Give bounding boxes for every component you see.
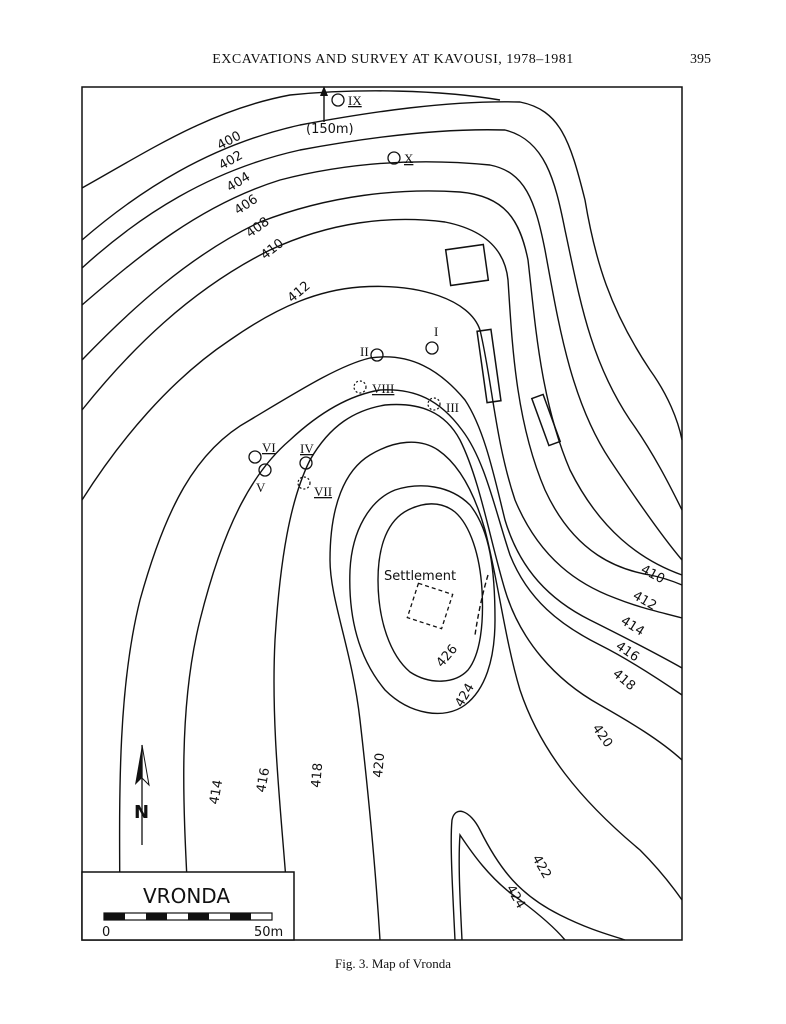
site-label: I (434, 324, 438, 339)
contour-label: 418 (609, 667, 638, 694)
figure-caption: Fig. 3. Map of Vronda (335, 956, 451, 971)
site-label: II (360, 344, 369, 359)
contour-label: 422 (529, 853, 554, 882)
site-label: VI (262, 440, 276, 455)
structure-square (444, 243, 490, 287)
sites: IX X I II VIII III VI V IV VII (248, 93, 459, 499)
north-arrow (135, 744, 150, 845)
site-label: IV (300, 441, 314, 456)
legend-box (81, 871, 295, 941)
site-marker (425, 341, 439, 355)
site-marker (248, 450, 262, 464)
site-marker (427, 397, 441, 411)
running-header: EXCAVATIONS AND SURVEY AT KAVOUSI, 1978–… (212, 52, 574, 67)
structure-narrow (530, 393, 562, 447)
contour-label: 420 (371, 752, 388, 778)
contour-416 (183, 389, 683, 941)
site-label: V (256, 480, 266, 495)
contour-400 (81, 90, 501, 189)
contour-label: 410 (258, 236, 287, 263)
contour-label: 412 (630, 588, 659, 613)
map-name: VRONDA (143, 884, 230, 908)
contour-408 (81, 190, 683, 576)
map-frame (81, 86, 683, 941)
contour-404 (81, 129, 683, 511)
site-marker (299, 456, 313, 470)
structure-long (476, 328, 502, 404)
contour-label: 424 (503, 883, 528, 912)
contour-label: 418 (309, 762, 326, 788)
structures (406, 243, 562, 630)
scale-bar (103, 912, 273, 921)
contour-410 (81, 218, 683, 586)
site-marker (331, 93, 345, 107)
site-label: X (404, 151, 414, 166)
north-label: N (134, 802, 149, 823)
contour-label: 426 (434, 642, 461, 671)
page-number: 395 (690, 52, 711, 67)
settlement-label: Settlement (384, 569, 456, 584)
contour-label: 416 (254, 767, 273, 794)
site-marker (297, 476, 311, 490)
scale-start: 0 (102, 925, 110, 940)
contour-label: 420 (589, 722, 616, 751)
contour-label: 410 (638, 562, 667, 587)
site-label: III (446, 400, 459, 415)
off-map-arrow (320, 86, 328, 122)
site-marker (387, 151, 401, 165)
contour-420 (329, 441, 683, 941)
settlement-outline (406, 582, 454, 630)
site-marker (258, 463, 272, 477)
contour-label: 414 (207, 779, 226, 806)
contour-418 (273, 403, 683, 941)
contour-label: 406 (232, 192, 261, 218)
contour-426-dashed (474, 574, 489, 636)
site-marker (353, 380, 367, 394)
site-label: VII (314, 484, 332, 499)
contour-label: 416 (613, 639, 642, 665)
contour-412 (81, 285, 683, 619)
scale-end: 50m (254, 925, 283, 940)
site-marker (370, 348, 384, 362)
contour-424-lower (458, 832, 566, 941)
contour-424-inner (349, 485, 496, 715)
contour-label: 400 (215, 129, 244, 154)
site-label: IX (348, 93, 362, 108)
contour-414 (118, 356, 683, 941)
site-label: VIII (372, 381, 394, 396)
contour-406 (81, 161, 683, 561)
contour-lines (81, 90, 683, 941)
arrow-distance-note: (150m) (306, 122, 354, 137)
contour-labels: 400 402 404 406 408 410 412 410 412 414 … (207, 129, 667, 912)
contour-label: 412 (285, 279, 314, 306)
contour-422 (450, 810, 626, 941)
contour-426 (377, 503, 484, 682)
contour-402 (81, 101, 683, 441)
